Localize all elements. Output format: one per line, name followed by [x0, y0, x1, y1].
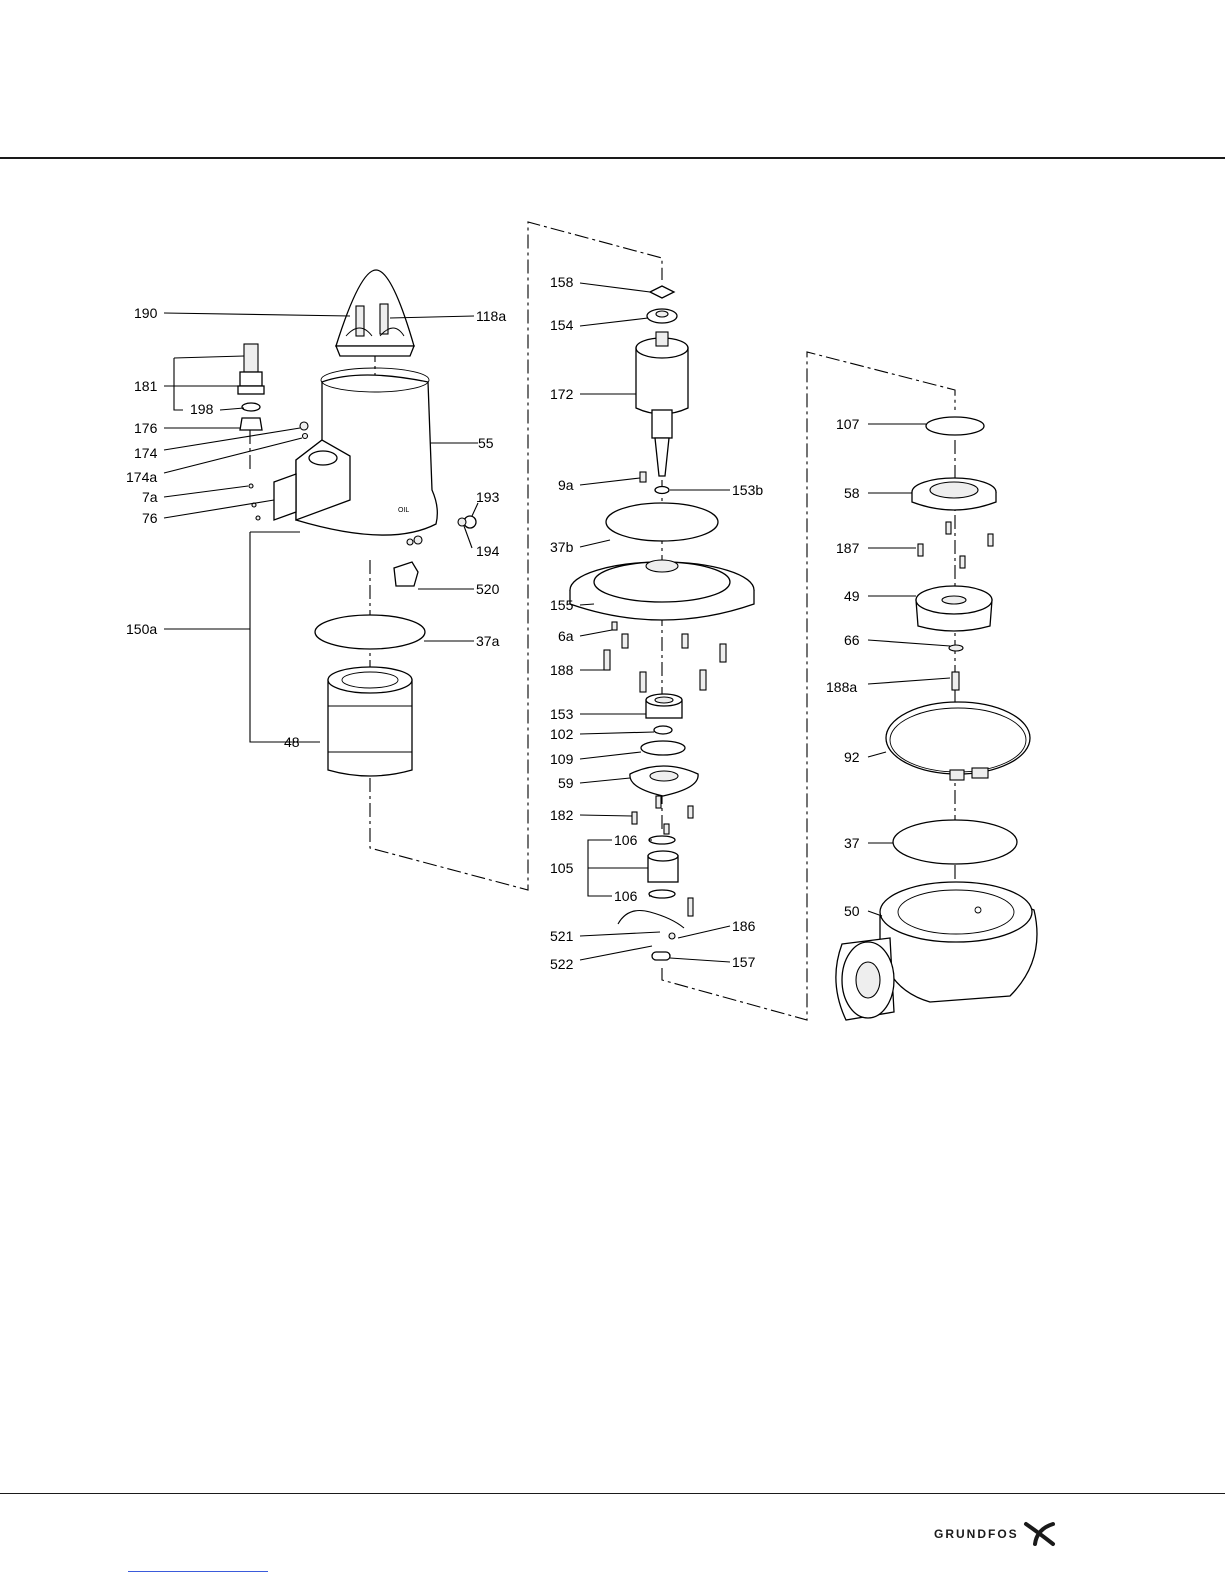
callout-187: 187 [836, 540, 860, 556]
callout-105: 105 [550, 860, 574, 876]
callout-7a: 7a [142, 489, 158, 505]
callout-58: 58 [844, 485, 860, 501]
callout-158: 158 [550, 274, 574, 290]
footer-rule [0, 1493, 1225, 1494]
callout-48: 48 [284, 734, 300, 750]
part-190-cable-cover [336, 270, 414, 356]
callout-194: 194 [476, 543, 500, 559]
callout-188a: 188a [826, 679, 857, 695]
callout-520: 520 [476, 581, 500, 597]
guide-left-lower [370, 222, 662, 890]
part-76-nameplate [274, 474, 296, 520]
part-155-oil-housing [570, 560, 754, 620]
brand-logo-text: GRUNDFOS [934, 1527, 1019, 1541]
part-188-screws [604, 622, 726, 692]
part-520-sensor [394, 536, 422, 586]
callout-182: 182 [550, 807, 574, 823]
part-188a-screw [952, 672, 959, 690]
callout-37a: 37a [476, 633, 500, 649]
part-521-186-cable [618, 898, 693, 939]
callout-153: 153 [550, 706, 574, 722]
part-37a-o-ring [315, 615, 425, 649]
callout-107: 107 [836, 416, 860, 432]
callout-66: 66 [844, 632, 860, 648]
grundfos-x-icon [1023, 1521, 1057, 1547]
part-158-ring [650, 286, 674, 298]
callout-188: 188 [550, 662, 574, 678]
part-59-seal-carrier [630, 766, 698, 796]
callout-118a: 118a [476, 308, 506, 324]
callout-55: 55 [478, 435, 494, 451]
part-154-bearing [647, 309, 677, 323]
part-153-bearing [646, 694, 682, 718]
part-109-ring [641, 741, 685, 755]
callout-150a: 150a [126, 621, 157, 637]
callout-106-upper: 106 [614, 832, 638, 848]
part-66-washer [949, 645, 963, 651]
brand-logo: GRUNDFOS [934, 1520, 1057, 1548]
callout-155: 155 [550, 597, 574, 613]
part-107-o-ring [926, 417, 984, 435]
callout-522: 522 [550, 956, 574, 972]
part-37b-o-ring [606, 503, 718, 541]
callout-193: 193 [476, 489, 500, 505]
part-49-impeller [916, 586, 992, 631]
part-106-105-shaft-seal [648, 836, 678, 898]
callout-92: 92 [844, 749, 860, 765]
svg-text:OIL: OIL [398, 507, 409, 514]
callout-172: 172 [550, 386, 574, 402]
part-181-cable-entry [238, 344, 264, 430]
callout-521: 521 [550, 928, 574, 944]
callout-9a: 9a [558, 477, 574, 493]
footer-link-underline [128, 1571, 268, 1572]
callout-176: 176 [134, 420, 158, 436]
part-48-stator [328, 667, 412, 776]
callout-190: 190 [134, 305, 158, 321]
part-193-194-plug [458, 516, 476, 528]
part-92-clamp [886, 702, 1030, 780]
callout-109: 109 [550, 751, 574, 767]
callout-76: 76 [142, 510, 158, 526]
callout-157: 157 [732, 954, 756, 970]
part-157-ring [652, 952, 670, 960]
part-37-o-ring [893, 820, 1017, 864]
part-50-pump-housing [836, 882, 1037, 1020]
callout-186: 186 [732, 918, 756, 934]
part-55-motor-housing: OIL [296, 368, 437, 535]
callout-154: 154 [550, 317, 574, 333]
callout-102: 102 [550, 726, 574, 742]
callout-153b: 153b [732, 482, 763, 498]
callout-37: 37 [844, 835, 860, 851]
callout-59: 59 [558, 775, 574, 791]
callout-106-lower: 106 [614, 888, 638, 904]
part-58-wear-plate [912, 478, 996, 510]
callout-50: 50 [844, 903, 860, 919]
callout-37b: 37b [550, 539, 574, 555]
callout-labels: 190 118a 181 198 176 174 174a 7a 76 55 1… [126, 274, 860, 972]
callout-174a: 174a [126, 469, 157, 485]
part-153b-ring [655, 487, 669, 494]
part-172-rotor [636, 332, 688, 476]
callout-49: 49 [844, 588, 860, 604]
part-102-ring [654, 726, 672, 734]
callout-181: 181 [134, 378, 158, 394]
callout-198: 198 [190, 401, 214, 417]
callout-174: 174 [134, 445, 158, 461]
part-9a-key [640, 472, 646, 482]
callout-6a: 6a [558, 628, 574, 644]
